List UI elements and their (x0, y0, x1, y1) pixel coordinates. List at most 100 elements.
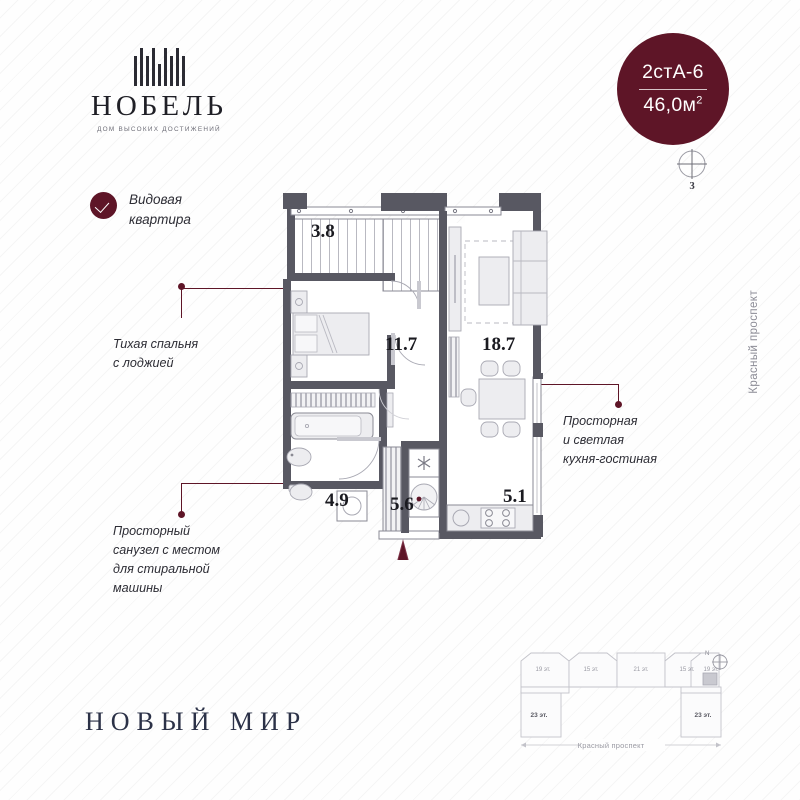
partition-bedroom-living (439, 211, 447, 381)
callout-bathroom-line-2: санузел с местом (113, 542, 221, 557)
apartment-area-value: 46,0м (643, 94, 697, 116)
site-plan-drawing: 19 эт. 15 эт. 21 эт. 15 эт. 19 эт. 23 эт… (520, 652, 722, 751)
living-radiator (448, 336, 460, 398)
dining-chair (502, 421, 521, 438)
leader-vertical-bathroom (181, 483, 182, 513)
exterior-wall-left-bottom (283, 481, 387, 489)
callout-kitchen-line-3: кухня-гостиная (563, 451, 657, 466)
callout-bathroom-line-1: Просторный (113, 524, 190, 538)
leader-horizontal-bathroom (181, 483, 299, 484)
dining-chair (480, 421, 499, 438)
toilet (289, 483, 313, 501)
hall-wardrobe (382, 446, 402, 532)
room-area-hallway: 5.6 (390, 494, 414, 515)
site-compass-icon (712, 654, 728, 670)
company-logo: НОБЕЛЬ дом высоких достижений (74, 40, 244, 133)
leader-vertical-bedroom (181, 286, 182, 318)
leader-horizontal-kitchen (534, 384, 619, 385)
site-street-label: Красный проспект (577, 741, 645, 750)
feature-highlight: Видовая квартира (90, 190, 191, 229)
partition-bedroom-bottom (291, 381, 387, 389)
callout-bathroom-line-3: для стиральной (113, 561, 210, 576)
living-sofa (512, 230, 548, 326)
dining-chair (502, 360, 521, 377)
living-rug (464, 240, 532, 324)
site-plan: 19 эт. 15 эт. 21 эт. 15 эт. 19 эт. 23 эт… (505, 645, 735, 755)
callout-bedroom-line-1: Тихая спальня (113, 337, 199, 351)
site-section-label: 23 эт. (531, 712, 548, 719)
feature-line-1: Видовая (129, 192, 182, 207)
badge-divider (639, 89, 707, 90)
callout-kitchen: Просторная и светлая кухня-гостиная (563, 412, 723, 469)
room-area-bedroom: 11.7 (385, 334, 418, 355)
feature-line-2: квартира (129, 211, 191, 227)
dining-chair (480, 360, 499, 377)
kitchen-sink (452, 509, 470, 527)
loggia-wall-bottom (289, 273, 395, 281)
site-section-label: 15 эт. (679, 667, 694, 673)
area-unit-superscript: 2 (696, 94, 703, 107)
floor-plan-drawing: 3.8 11.7 18.7 4.9 5.6 5.1 (283, 193, 548, 560)
bath-radiator (290, 392, 376, 408)
loggia-area (290, 218, 392, 276)
apartment-badge: 2стА-6 46,0м2 (617, 33, 729, 145)
bath-sink (286, 447, 312, 467)
kitchen-stove (480, 507, 516, 529)
site-section-label: 15 эт. (583, 667, 598, 673)
site-highlight-unit (702, 672, 718, 686)
check-icon (90, 192, 117, 219)
site-section-label: 19 эт. (535, 667, 550, 673)
street-label-right: Красный проспект (748, 290, 760, 394)
project-brand-name: НОВЫЙ МИР (85, 707, 308, 736)
logo-mark-icon (74, 40, 244, 86)
compass-icon (677, 149, 707, 179)
callout-bedroom: Тихая спальня с лоджией (113, 335, 273, 373)
logo-tagline: дом высоких достижений (97, 126, 221, 133)
site-section-label: 23 эт. (695, 712, 712, 719)
bedroom-door-swing (394, 334, 426, 366)
room-area-bathroom: 4.9 (325, 490, 349, 511)
partition-kitchen-top (401, 441, 447, 449)
exterior-pier-top-mid (381, 193, 447, 211)
room-area-living-room: 18.7 (482, 334, 516, 355)
dining-chair (460, 388, 477, 407)
leader-horizontal-bedroom (181, 288, 309, 289)
loggia-wall-left (287, 205, 295, 281)
partition-kitchen-left (401, 441, 409, 533)
apartment-type: 2стА-6 (642, 60, 704, 83)
bath-door-swing (338, 438, 380, 480)
living-coffee-table (478, 256, 510, 306)
kitchen-snowflake-icon (417, 456, 431, 470)
dining-table (478, 378, 526, 420)
partition-bath-hall (379, 389, 387, 485)
site-compass-label: N (705, 651, 710, 657)
room-area-loggia: 3.8 (311, 221, 335, 242)
floor-fill (287, 207, 537, 537)
compass-direction-label: З (689, 181, 695, 192)
bedroom-wardrobe-top (290, 290, 308, 314)
partition-kitchen-right (439, 441, 447, 533)
callout-kitchen-line-2: и светлая (563, 432, 625, 447)
exterior-wall-left (283, 279, 291, 487)
callout-bedroom-line-2: с лоджией (113, 355, 174, 370)
callout-bathroom-line-4: машины (113, 580, 163, 595)
callout-bathroom: Просторный санузел с местом для стиральн… (113, 522, 283, 598)
compass-rose: З (672, 148, 712, 192)
room-area-kitchen: 5.1 (503, 486, 527, 507)
floor-plan: 3.8 11.7 18.7 4.9 5.6 5.1 (275, 185, 565, 560)
leader-dot-kitchen (615, 401, 622, 408)
leader-vertical-kitchen (618, 384, 619, 403)
exterior-pier-top-right (499, 193, 541, 211)
bedroom-wardrobe-bottom (290, 354, 308, 378)
feature-label: Видовая квартира (129, 190, 191, 229)
apartment-area: 46,0м2 (643, 94, 702, 117)
leader-dot-bathroom (178, 511, 185, 518)
exterior-pier-top-left (283, 193, 307, 209)
north-arrow-icon (397, 539, 409, 560)
site-section-label: 19 эт. (703, 667, 718, 673)
site-section-label: 21 эт. (633, 667, 648, 673)
callout-kitchen-line-1: Просторная (563, 414, 638, 428)
exterior-wall-bottom (379, 531, 541, 539)
logo-name: НОБЕЛЬ (90, 90, 228, 122)
washing-machine (336, 490, 368, 522)
